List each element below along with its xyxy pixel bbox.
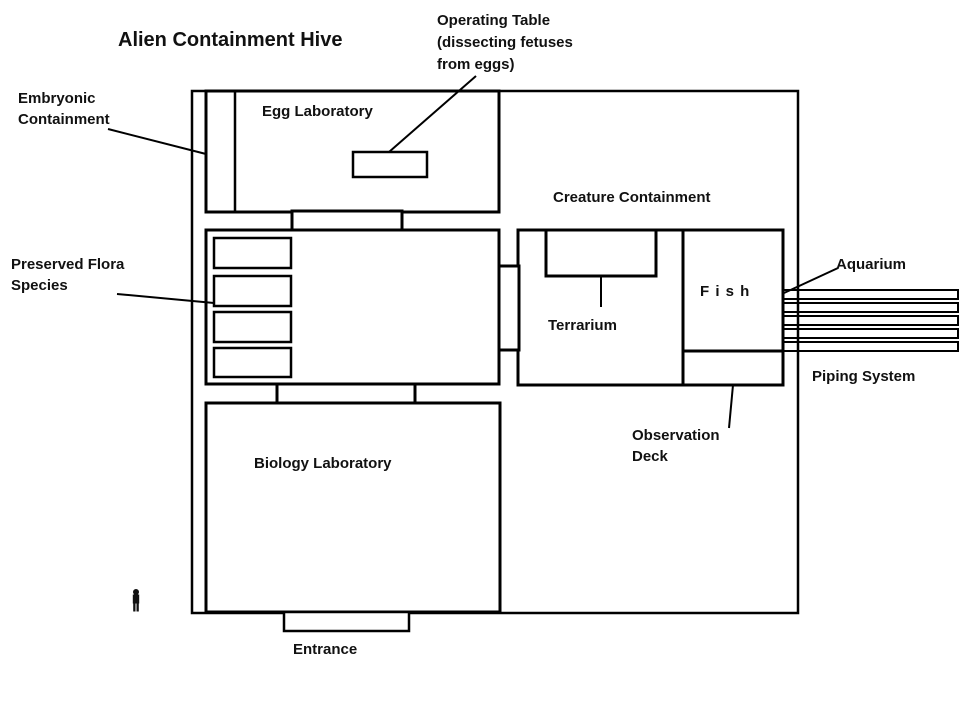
leader-aquarium	[783, 267, 839, 294]
person-icon	[132, 589, 140, 612]
corridor-flora-to-biology	[275, 382, 417, 405]
terrarium-box	[544, 228, 658, 278]
aquarium-label: Aquarium	[836, 256, 907, 273]
corridor-flora-to-creature	[497, 264, 521, 352]
flora-rack-1	[212, 236, 293, 270]
observation-deck-rect	[681, 349, 785, 387]
pipe-2	[782, 302, 959, 313]
flora-rack-3	[212, 310, 293, 344]
leader-operating-table	[388, 75, 477, 153]
operating-table-label: Operating Table (dissecting fetuses from…	[437, 12, 573, 73]
preserved-flora-label: Preserved Flora Species	[11, 256, 125, 294]
pipe-1	[782, 289, 959, 300]
biology-laboratory-label: Biology Laboratory	[254, 455, 392, 472]
egg-laboratory-label: Egg Laboratory	[262, 103, 373, 120]
fish-room	[681, 228, 785, 353]
page-title: Alien Containment Hive	[118, 29, 343, 51]
operating-table-rect	[351, 150, 429, 179]
biology-laboratory-room	[204, 401, 502, 614]
embryonic-containment-label: Embryonic Containment	[18, 90, 110, 128]
creature-containment-label: Creature Containment	[553, 189, 711, 206]
leader-preserved-flora	[116, 293, 215, 304]
flora-rack-4	[212, 346, 293, 379]
entrance-label: Entrance	[293, 641, 358, 658]
piping-system-label: Piping System	[812, 368, 916, 385]
terrarium-label: Terrarium	[548, 317, 617, 334]
leader-embryonic-containment	[107, 128, 207, 155]
pipe-5	[782, 341, 959, 352]
pipe-3	[782, 315, 959, 326]
flora-rack-2	[212, 274, 293, 308]
observation-deck-label: Observation Deck	[632, 427, 720, 465]
leader-observation-deck	[728, 384, 734, 429]
corridor-egg-to-flora	[290, 209, 404, 232]
pipe-4	[782, 328, 959, 339]
fish-label: F i s h	[700, 283, 751, 300]
entrance-rect	[282, 610, 411, 633]
